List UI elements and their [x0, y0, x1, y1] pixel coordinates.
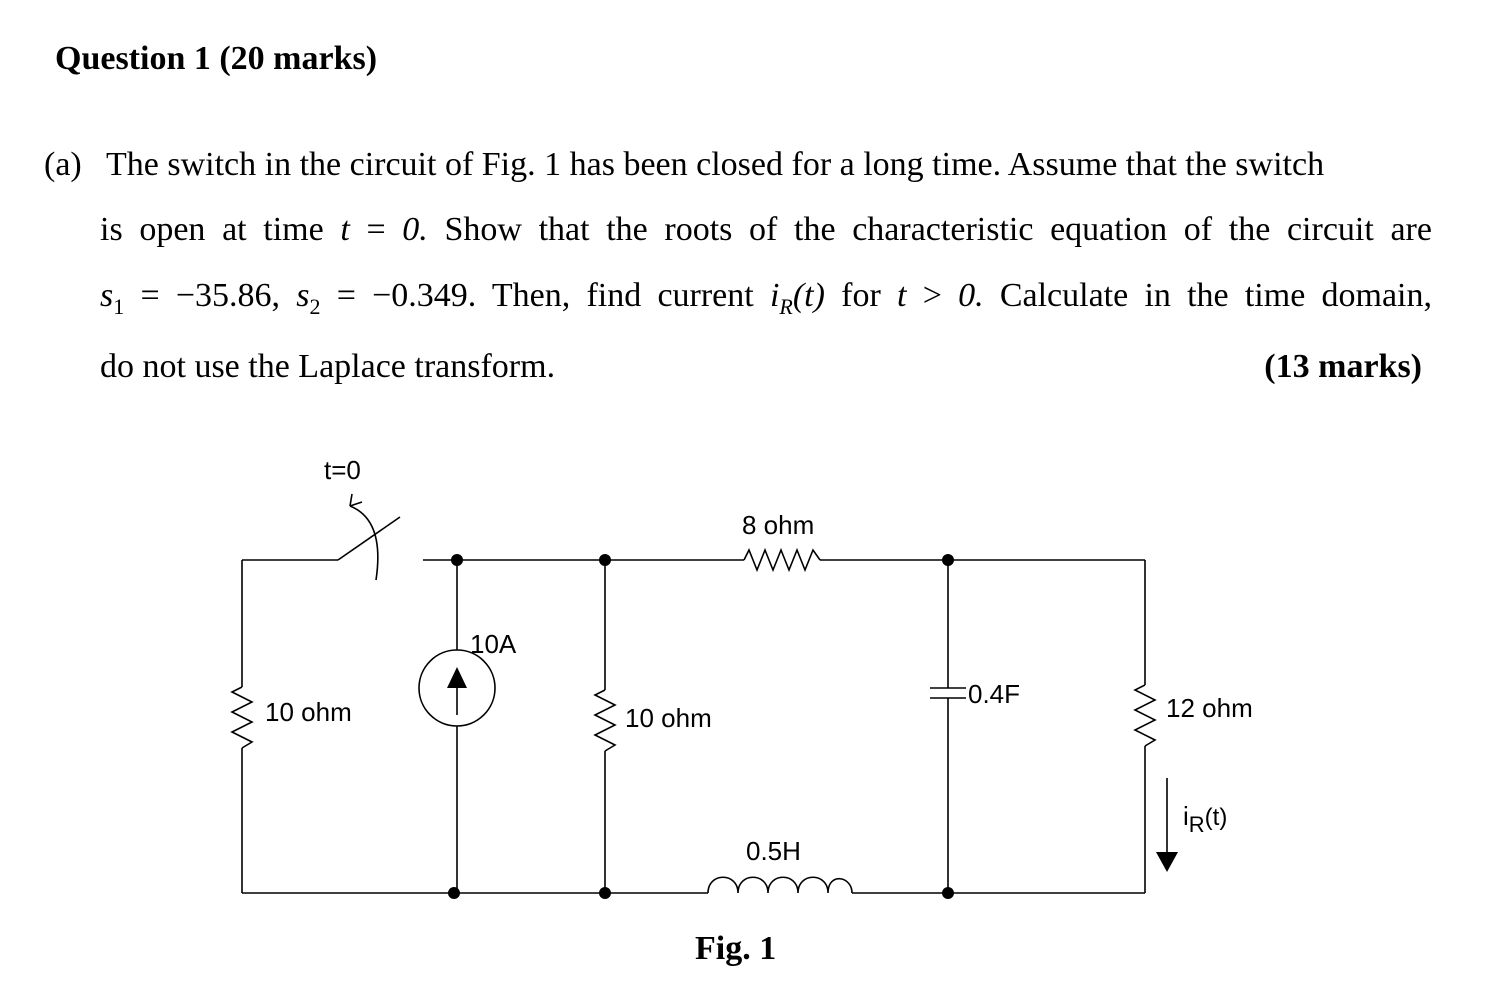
line2-text-b: Show that the roots of the characteristi…	[427, 211, 1432, 248]
inductor-coil	[707, 876, 853, 894]
switch-blade	[337, 516, 401, 561]
source-arrow-head	[447, 667, 467, 688]
current-label-i: i	[1183, 801, 1189, 831]
r-top-label: 8 ohm	[742, 510, 814, 540]
var-targ: (t)	[792, 277, 825, 314]
root-1: = −35.86,	[124, 277, 297, 314]
line3-text-c: for	[824, 277, 898, 314]
question-line-4: do not use the Laplace transform.	[100, 348, 556, 385]
resistor-10ohm-mid	[593, 689, 617, 752]
sub-2: 2	[309, 294, 321, 319]
switch-arrow-b	[349, 501, 363, 507]
question-line-1: (a) The switch in the circuit of Fig. 1 h…	[44, 146, 1324, 184]
node-dot	[599, 887, 611, 899]
sub-r: R	[779, 294, 793, 319]
question-line-3: s1 = −35.86, s2 = −0.349. Then, find cur…	[100, 277, 1432, 318]
capacitor-label: 0.4F	[968, 679, 1020, 709]
line2-text-a: is open at time	[100, 211, 324, 248]
sub-1: 1	[113, 294, 125, 319]
var-t: t	[340, 211, 350, 248]
val-zero: 0.	[402, 211, 428, 248]
inductor-label: 0.5H	[746, 836, 801, 866]
r-left-label: 10 ohm	[265, 697, 352, 727]
node-dot	[599, 554, 611, 566]
source-label: 10A	[470, 629, 517, 659]
part-label: (a)	[44, 146, 82, 183]
var-s2: s	[296, 277, 310, 314]
switch-arc	[349, 505, 379, 581]
line1-text: The switch in the circuit of Fig. 1 has …	[106, 146, 1325, 183]
r-right-label: 12 ohm	[1166, 693, 1253, 723]
var-s1: s	[100, 277, 114, 314]
r-mid-label: 10 ohm	[625, 703, 712, 733]
resistor-12ohm	[1133, 684, 1157, 747]
node-dot	[942, 887, 954, 899]
switch-label: t=0	[324, 455, 361, 485]
line3-gt: >	[906, 277, 959, 314]
node-dot	[451, 554, 463, 566]
val-zero2: 0.	[958, 277, 984, 314]
current-label-arg: (t)	[1205, 804, 1228, 831]
current-arrow-head	[1156, 852, 1178, 872]
switch-arrow	[349, 493, 353, 507]
resistor-10ohm-left	[230, 686, 254, 749]
current-label: iR(t)	[1183, 801, 1227, 837]
var-i: i	[769, 277, 780, 314]
question-heading: Question 1 (20 marks)	[55, 40, 378, 77]
line3-text-b: . Then, find current	[467, 277, 770, 314]
line3-text-d: Calculate in the time domain,	[983, 277, 1432, 314]
node-dot	[942, 554, 954, 566]
var-t2: t	[897, 277, 907, 314]
line2-eq: =	[349, 211, 403, 248]
circuit-diagram: t=0 8 ohm 10A 10 ohm 10 ohm 0.4F 12 ohm …	[230, 455, 1253, 899]
root-2: = −0.349	[320, 277, 468, 314]
node-dot	[448, 887, 460, 899]
marks-label: (13 marks)	[1264, 348, 1422, 385]
figure-caption: Fig. 1	[695, 930, 777, 967]
question-line-2: is open at time t = 0. Show that the roo…	[100, 211, 1432, 249]
resistor-8ohm	[743, 547, 821, 573]
current-label-sub: R	[1189, 812, 1205, 837]
